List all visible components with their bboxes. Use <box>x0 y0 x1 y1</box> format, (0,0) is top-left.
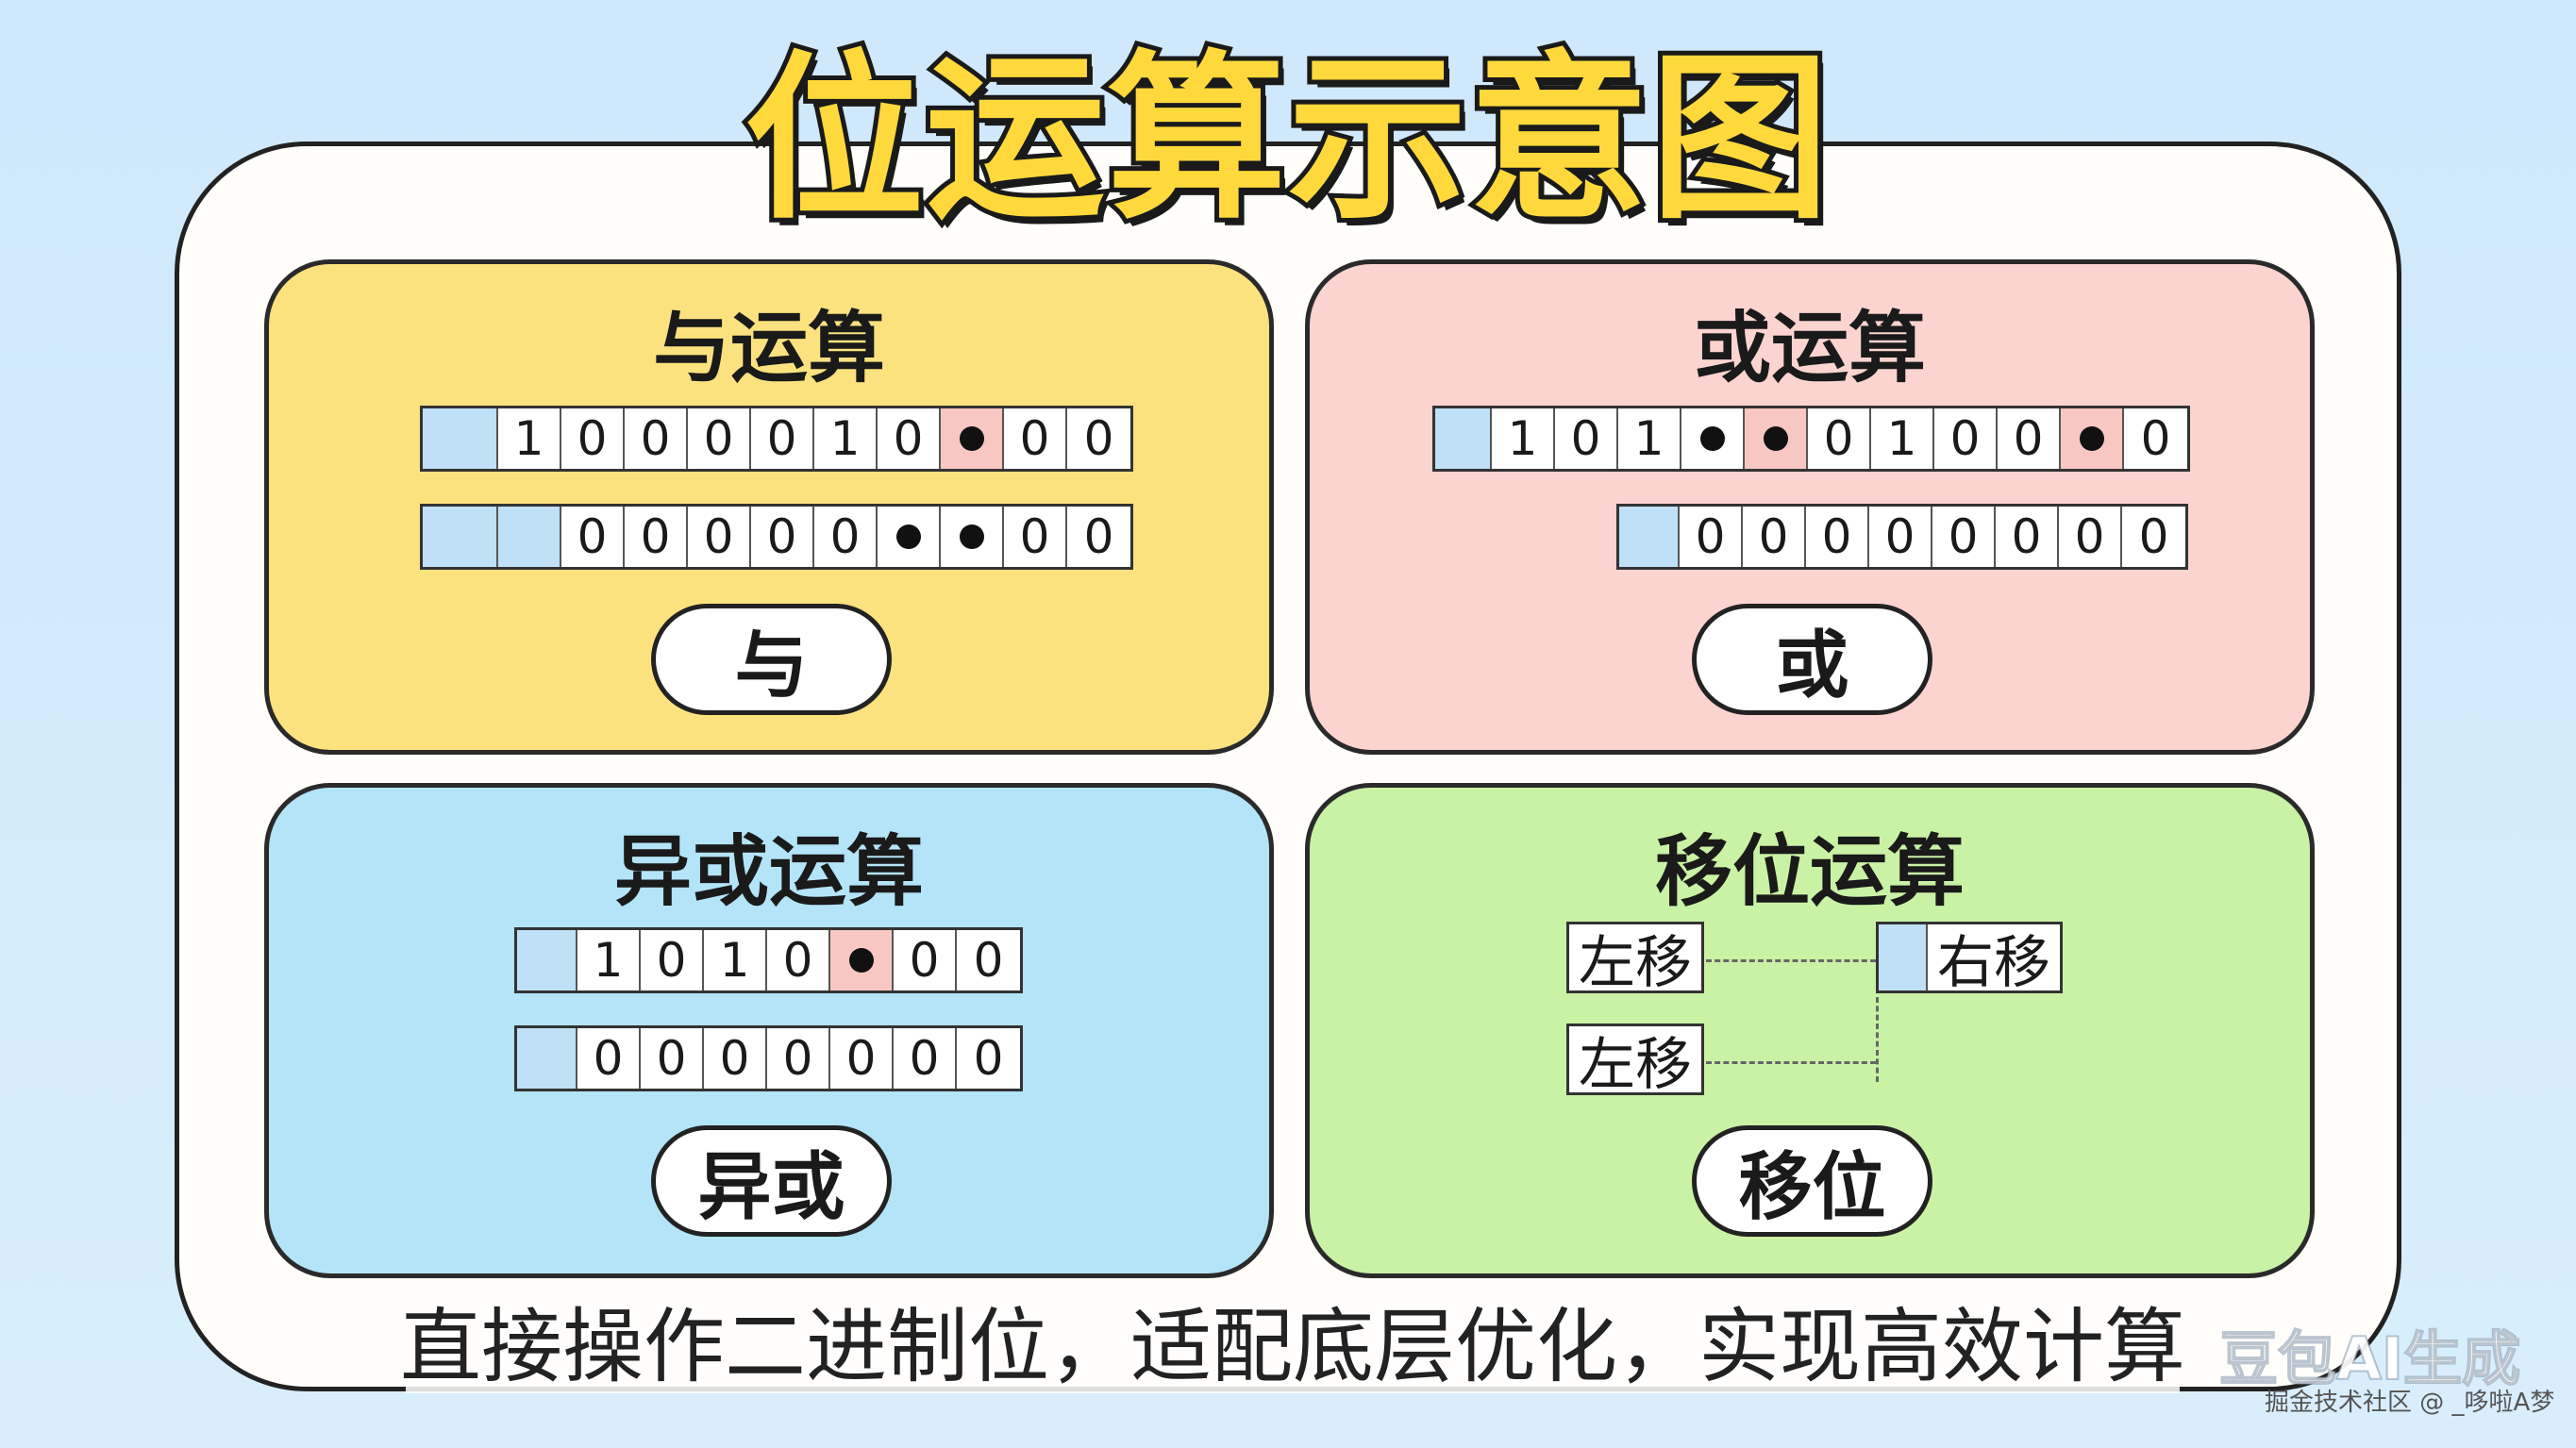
bit-cell: 1 <box>704 930 767 990</box>
bit-cell: 0 <box>973 933 1004 988</box>
bit-cell: 0 <box>973 1031 1004 1086</box>
and-bits-row-1: 1 0 0 0 0 1 0 0 0 <box>420 406 1133 472</box>
dot-marker <box>959 524 984 549</box>
bit-cell: 0 <box>878 408 941 469</box>
bit-cell: 0 <box>1004 408 1067 469</box>
or-bits-row-1: 1 0 1 0 1 0 0 0 <box>1432 406 2190 472</box>
shift-panel: 移位运算 左移 右移 左移 移位 <box>1305 783 2315 1278</box>
bit-cell-marked <box>1745 408 1808 469</box>
page-title: 位运算示意图 <box>740 30 1834 248</box>
dashed-connector <box>1876 997 1879 1082</box>
bit-cell-marked <box>1681 408 1745 469</box>
and-button[interactable]: 与 <box>651 604 892 715</box>
watermark-credit: 掘金技术社区 @ _哆啦A梦 <box>2265 1389 2555 1417</box>
left-shift-label: 左移 <box>1579 1031 1692 1098</box>
xor-panel: 异或运算 1 0 1 0 0 0 0 0 0 0 0 0 0 异或 <box>264 783 1274 1278</box>
and-panel: 与运算 1 0 0 0 0 1 0 0 0 0 0 0 0 0 0 0 与 <box>264 259 1274 755</box>
bit-cell: 0 <box>688 507 751 567</box>
bit-cell <box>517 930 577 990</box>
right-shift-label: 右移 <box>1937 929 2050 996</box>
shift-panel-title: 移位运算 <box>1654 827 1965 917</box>
bit-cell: 0 <box>814 507 878 567</box>
shift-button[interactable]: 移位 <box>1692 1125 1932 1237</box>
dashed-connector <box>1706 959 1876 962</box>
bit-cell: 1 <box>1492 408 1555 469</box>
and-panel-title: 与运算 <box>652 304 885 393</box>
bit-cell <box>423 408 498 469</box>
bit-cell: 0 <box>688 408 751 469</box>
bit-cell: 0 <box>641 1028 704 1089</box>
bit-cell: 0 <box>1934 408 1998 469</box>
bit-cell-marked <box>2061 408 2124 469</box>
left-shift-box-2: 左移 <box>1566 1024 1704 1098</box>
bit-cell: 0 <box>561 507 625 567</box>
bit-cell <box>517 1028 577 1089</box>
bit-cell: 0 <box>1808 408 1871 469</box>
bit-cell: 1 <box>1871 408 1934 469</box>
bit-cell: 0 <box>1004 507 1067 567</box>
bit-cell: 0 <box>1806 507 1869 567</box>
watermark-logo: 豆包AI生成 <box>2218 1323 2521 1394</box>
bit-cell: 0 <box>561 408 625 469</box>
dot-marker <box>848 948 874 973</box>
right-shift-box: 右移 <box>1876 922 2063 996</box>
xor-panel-title: 异或运算 <box>613 827 924 917</box>
bit-cell: 0 <box>767 1028 830 1089</box>
dot-marker <box>895 524 921 549</box>
bit-cell-marked <box>830 930 894 990</box>
bit-cell: 0 <box>577 1028 641 1089</box>
bit-cell: 0 <box>625 408 688 469</box>
bit-cell: 0 <box>1743 507 1806 567</box>
bit-cell: 0 <box>751 408 814 469</box>
left-shift-box-1: 左移 <box>1566 922 1704 996</box>
bit-cell: 0 <box>767 930 830 990</box>
caption: 直接操作二进制位，适配底层优化，实现高效计算 <box>400 1285 2185 1394</box>
dot-marker <box>959 426 984 451</box>
bit-cell <box>498 507 561 567</box>
or-panel-title: 或运算 <box>1693 304 1926 393</box>
and-bits-row-2: 0 0 0 0 0 0 0 <box>420 504 1133 570</box>
or-panel: 或运算 1 0 1 0 1 0 0 0 0 0 0 0 0 0 0 0 或 <box>1305 259 2315 755</box>
bit-cell: 0 <box>1996 507 2059 567</box>
bit-cell-marked <box>878 507 941 567</box>
bit-cell: 0 <box>641 930 704 990</box>
bit-cell-marked <box>941 507 1004 567</box>
bit-cell: 0 <box>704 1028 767 1089</box>
bit-cell: 0 <box>2140 411 2171 466</box>
bit-cell <box>1619 507 1680 567</box>
dot-marker <box>1763 426 1788 451</box>
bit-cell: 0 <box>625 507 688 567</box>
xor-bits-row-2: 0 0 0 0 0 0 0 <box>514 1025 1023 1091</box>
bit-cell: 0 <box>894 1028 957 1089</box>
bit-cell <box>1879 924 1928 990</box>
left-shift-label: 左移 <box>1579 929 1692 996</box>
bit-cell: 0 <box>1998 408 2061 469</box>
bit-cell: 0 <box>830 1028 894 1089</box>
or-button[interactable]: 或 <box>1692 604 1932 715</box>
bit-cell: 0 <box>894 930 957 990</box>
bit-cell: 1 <box>814 408 878 469</box>
or-bits-row-2: 0 0 0 0 0 0 0 0 <box>1616 504 2188 570</box>
bit-cell: 0 <box>1932 507 1996 567</box>
bit-cell: 0 <box>1555 408 1618 469</box>
dashed-connector <box>1706 1061 1876 1064</box>
bit-cell: 1 <box>498 408 561 469</box>
bit-cell: 0 <box>2138 509 2169 564</box>
bit-cell <box>423 507 498 567</box>
bit-cell: 1 <box>577 930 641 990</box>
bit-cell <box>1435 408 1492 469</box>
bit-cell: 0 <box>1680 507 1743 567</box>
bit-cell: 0 <box>1083 509 1114 564</box>
dot-marker <box>2079 426 2104 451</box>
xor-bits-row-1: 1 0 1 0 0 0 <box>514 927 1023 993</box>
xor-button[interactable]: 异或 <box>651 1125 892 1237</box>
bit-cell: 1 <box>1618 408 1681 469</box>
bit-cell: 0 <box>2059 507 2122 567</box>
bit-cell-marked <box>941 408 1004 469</box>
bit-cell: 0 <box>1869 507 1932 567</box>
bit-cell: 0 <box>751 507 814 567</box>
dot-marker <box>1699 426 1725 451</box>
bit-cell: 0 <box>1083 411 1114 466</box>
